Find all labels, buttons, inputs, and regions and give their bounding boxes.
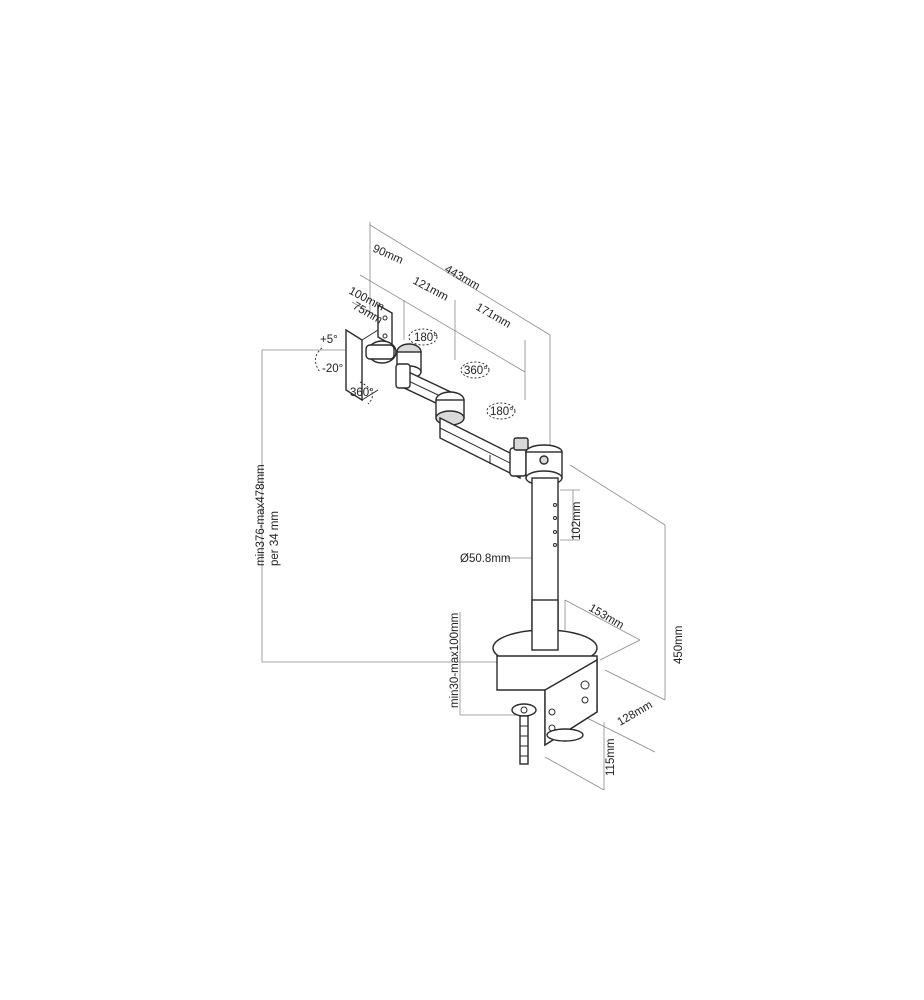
dim-115: 115mm [605, 739, 617, 777]
vesa-plate [345, 303, 393, 402]
dim-height-range: min376-max478mm [255, 464, 267, 566]
rotation-labels: +5° -20° 360° 180° 360° 180° [320, 332, 514, 418]
rotate-plate-label: 360° [350, 387, 374, 399]
rotation-arrows [315, 328, 516, 420]
swivel-1-label: 180° [414, 332, 438, 344]
desk-clamp [496, 655, 598, 765]
dim-450: 450mm [673, 626, 685, 664]
dim-443: 443mm [443, 263, 482, 293]
dim-height-per: per 34 mm [269, 511, 281, 566]
swivel-2-label: 360° [464, 365, 488, 377]
dimension-labels: 90mm 443mm 100mm 121mm 75mm 171mm 102mm … [255, 243, 685, 776]
dim-diameter: Ø50.8mm [460, 553, 511, 565]
tilt-head [365, 340, 422, 379]
tilt-up-label: +5° [320, 334, 338, 346]
dim-171: 171mm [474, 301, 513, 331]
arm-segment-2 [439, 416, 529, 480]
dim-153: 153mm [587, 602, 626, 632]
dim-90: 90mm [371, 243, 405, 267]
dimension-lines [261, 222, 666, 791]
dim-clamp-range: min30-max100mm [449, 613, 461, 708]
arm-segment-1 [395, 363, 465, 426]
dim-121: 121mm [411, 275, 451, 304]
dim-102: 102mm [571, 502, 583, 540]
pole-top [525, 444, 563, 494]
swivel-3-label: 180° [490, 406, 514, 418]
dim-128: 128mm [616, 699, 655, 729]
tilt-down-label: -20° [322, 363, 343, 375]
